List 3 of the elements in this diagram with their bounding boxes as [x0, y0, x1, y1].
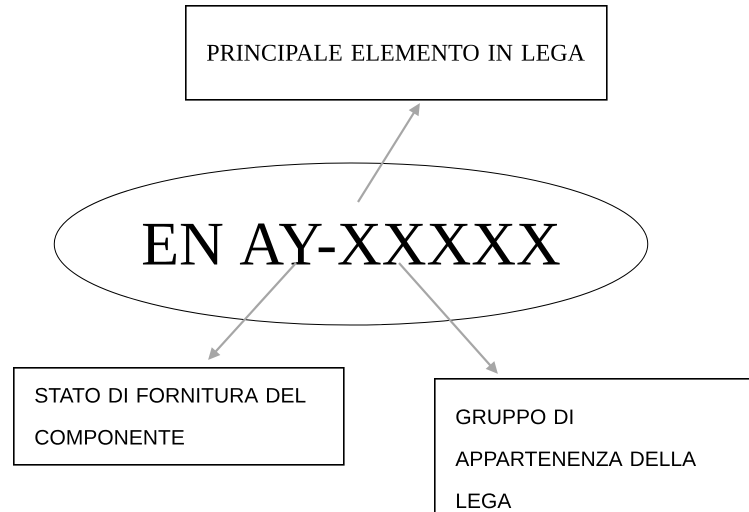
text-box: PRINCIPALE ELEMENTO IN LEGA	[185, 5, 608, 101]
text-box: GRUPPO DI APPARTENENZA DELLA LEGA	[434, 378, 749, 512]
text-box: STATO DI FORNITURA DEL COMPONENTE	[13, 367, 345, 466]
